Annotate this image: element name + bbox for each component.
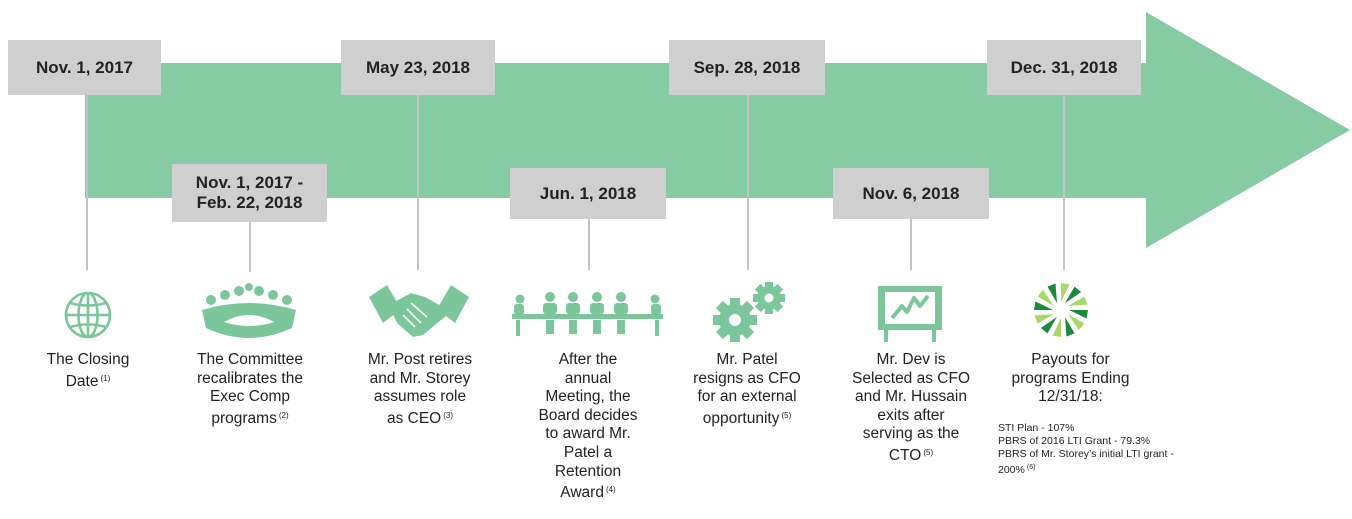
connector-line — [1063, 95, 1065, 270]
meeting-table-icon — [510, 290, 665, 338]
connector-line — [588, 219, 590, 270]
date-label: Dec. 31, 2018 — [1010, 57, 1118, 77]
pinwheel-blade — [1061, 283, 1070, 302]
event-description: Mr. Patel resigns as CFO for an external… — [693, 351, 801, 427]
chart-board-icon — [876, 284, 944, 342]
globe-icon — [58, 290, 118, 340]
date-label: Nov. 1, 2017 - Feb. 22, 2018 — [195, 173, 304, 212]
pinwheel-blade — [1065, 286, 1082, 304]
date-box: Nov. 6, 2018 — [833, 168, 989, 219]
handshake-icon — [367, 283, 471, 343]
event-description: The Closing Date(1) — [46, 351, 130, 390]
pinwheel-blade — [1047, 283, 1057, 304]
date-box: Sep. 28, 2018 — [669, 40, 825, 95]
date-box: May 23, 2018 — [341, 40, 495, 95]
committee-group-icon — [200, 282, 298, 344]
gears-icon — [705, 280, 790, 344]
pinwheel-blade — [1037, 289, 1055, 306]
pinwheel-blade — [1067, 314, 1085, 331]
pinwheel-blade — [1065, 316, 1075, 337]
event-description: After the annual Meeting, the Board deci… — [538, 351, 638, 502]
connector-line — [417, 95, 419, 270]
detail-line: PBRS of 2016 LTI Grant - 79.3% — [998, 435, 1151, 447]
pinwheel-blade — [1052, 318, 1061, 337]
date-box: Jun. 1, 2018 — [510, 168, 666, 219]
pinwheel-blade — [1069, 310, 1088, 319]
date-label: Nov. 6, 2018 — [862, 183, 960, 203]
pinwheel-blade — [1040, 316, 1057, 334]
connector-line — [747, 95, 749, 270]
connector-line — [249, 222, 251, 272]
pinwheel-blade — [1034, 314, 1055, 324]
event-details: STI Plan - 107% PBRS of 2016 LTI Grant -… — [998, 422, 1178, 477]
date-label: May 23, 2018 — [366, 57, 470, 77]
connector-line — [910, 219, 912, 270]
event-description: Mr. Dev is Selected as CFO and Mr. Hussa… — [851, 351, 971, 464]
date-label: Jun. 1, 2018 — [539, 183, 637, 203]
event-description: Payouts for programs Ending 12/31/18: — [1011, 351, 1130, 406]
event-description: The Committee recalibrates the Exec Comp… — [197, 351, 303, 427]
detail-line: PBRS of Mr. Storey’s initial LTI grant -… — [998, 448, 1174, 476]
pinwheel-icon — [1033, 282, 1089, 338]
date-label: Nov. 1, 2017 — [35, 57, 134, 77]
pinwheel-blade — [1034, 301, 1053, 310]
date-box: Nov. 1, 2017 - Feb. 22, 2018 — [172, 164, 327, 222]
date-box: Dec. 31, 2018 — [987, 40, 1141, 95]
connector-line — [86, 95, 88, 270]
pinwheel-blade — [1067, 296, 1088, 306]
date-box: Nov. 1, 2017 — [8, 40, 161, 95]
detail-line: STI Plan - 107% — [998, 422, 1075, 434]
date-label: Sep. 28, 2018 — [693, 57, 801, 77]
event-description: Mr. Post retires and Mr. Storey assumes … — [367, 351, 473, 427]
